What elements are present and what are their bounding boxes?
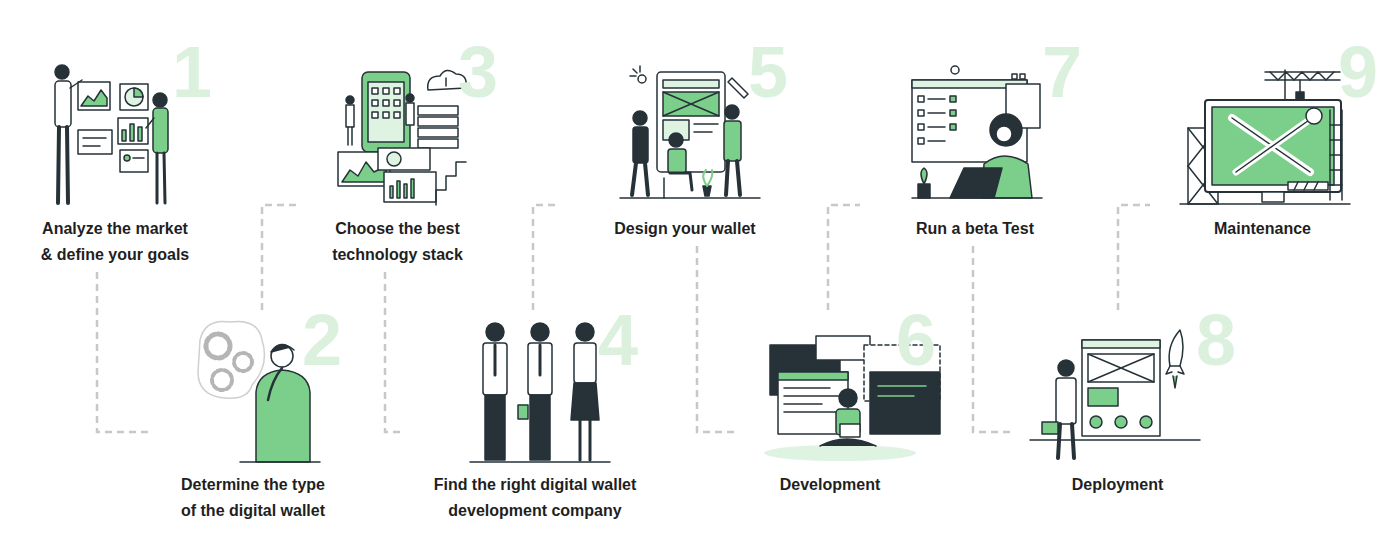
dashed-connector [385,272,402,432]
step-node: 4Find the right digital wallet developme… [402,310,668,528]
step-label: Determine the type of the digital wallet [175,472,331,524]
step-number: 2 [302,304,342,376]
step-number: 5 [748,36,788,108]
design-illustration [620,66,760,198]
dashed-connector [1118,205,1150,310]
step-node: 9Maintenance [1150,40,1375,246]
step-node: 7Run a beta Test [860,40,1090,246]
maintenance-illustration [1180,70,1350,204]
deployment-illustration [1030,330,1200,458]
step-label: Maintenance [1158,216,1368,242]
step-number: 4 [598,304,638,376]
dashed-connector [828,205,860,310]
step-number: 6 [896,304,936,376]
step-node: 6Development [735,310,925,502]
team-illustration [470,323,610,462]
dashed-connector [97,272,153,432]
step-number: 9 [1338,36,1378,108]
step-node: 1Analyze the market & define your goals [20,40,210,272]
step-node: 3Choose the best technology stack [300,40,495,272]
step-node: 8Deployment [1010,310,1225,502]
step-label: Choose the best technology stack [318,216,478,268]
dashed-connector [533,205,560,310]
step-label: Development [740,472,920,498]
dashed-connector [697,246,735,432]
step-node: 5Design your wallet [560,40,810,246]
analysis-illustration [55,65,168,203]
step-label: Find the right digital wallet developmen… [428,472,643,524]
step-label: Deployment [1018,472,1218,498]
dashed-connector [973,246,1010,432]
beta-test-illustration [912,66,1042,198]
step-label: Design your wallet [565,216,805,242]
thinking-illustration [198,321,320,462]
step-number: 7 [1042,36,1082,108]
dashed-connector [262,205,300,310]
tech-stack-illustration [338,70,466,205]
step-label: Run a beta Test [865,216,1085,242]
step-label: Analyze the market & define your goals [37,216,193,268]
step-number: 3 [458,36,498,108]
step-number: 1 [172,36,212,108]
step-number: 8 [1196,304,1236,376]
step-node: 2Determine the type of the digital walle… [153,310,353,528]
